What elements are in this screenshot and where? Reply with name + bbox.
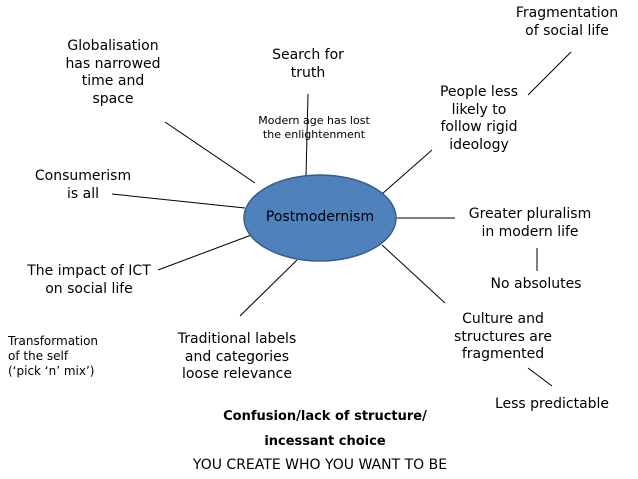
line-less-predictable <box>527 367 553 387</box>
node-people-less: People less likely to follow rigid ideol… <box>439 84 519 153</box>
footer-line-2: incessant choice <box>264 434 386 449</box>
line-ict <box>157 233 255 271</box>
footer-line-3: YOU CREATE WHO YOU WANT TO BE <box>192 457 448 473</box>
node-fragmentation: Fragmentation of social life <box>515 5 619 39</box>
node-consumerism: Consumerism is all <box>34 168 132 202</box>
line-consumerism <box>111 193 246 209</box>
node-impact-ict: The impact of ICT on social life <box>27 263 151 297</box>
node-culture: Culture and structures are fragmented <box>454 311 552 362</box>
node-globalisation: Globalisation has narrowed time and spac… <box>65 38 161 107</box>
node-less-predictable: Less predictable <box>494 396 610 412</box>
line-globalisation <box>164 121 256 184</box>
line-search-truth <box>305 93 309 178</box>
line-fragmentation <box>527 51 572 96</box>
node-no-absolutes: No absolutes <box>490 276 582 292</box>
node-search-truth: Search for truth <box>272 47 344 81</box>
center-ellipse <box>243 174 397 262</box>
node-traditional: Traditional labels and categories loose … <box>177 331 297 382</box>
line-people-less <box>381 149 433 195</box>
footer-line-1: Confusion/lack of structure/ <box>223 409 427 424</box>
line-traditional <box>239 259 298 317</box>
center-label: Postmodernism <box>265 209 375 225</box>
node-modern-age: Modern age has lost the enlightenment <box>258 114 370 141</box>
node-transformation: Transformation of the self (‘pick ‘n’ mi… <box>8 334 99 378</box>
line-culture <box>381 244 446 304</box>
node-greater-pluralism: Greater pluralism in modern life <box>468 206 592 240</box>
